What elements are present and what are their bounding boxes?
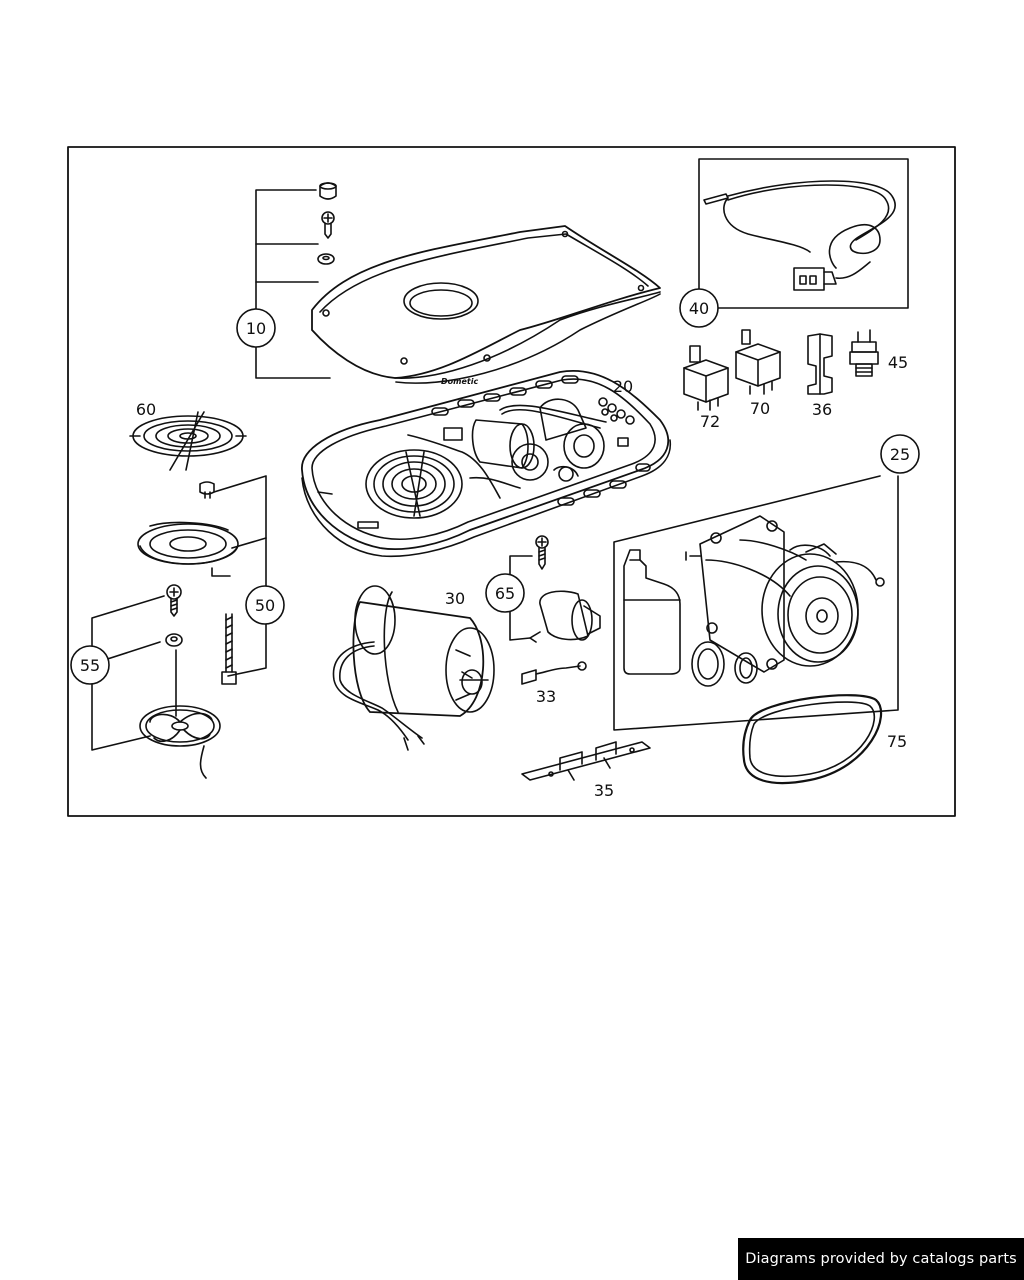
svg-text:25: 25 [890,445,910,464]
label-60: 60 [136,400,156,419]
svg-text:50: 50 [255,596,275,615]
part-drive-belt-75 [742,694,882,785]
part-fan-blade-group-55 [91,584,221,779]
part-temperature-sensor [698,158,909,309]
svg-text:40: 40 [689,299,709,318]
part-relay-72 [683,345,729,411]
callout-65: 65 [485,573,525,613]
part-relay-70 [735,329,781,395]
part-fan-guard-60 [129,411,247,471]
footer-credit-banner: Diagrams provided by catalogs parts [738,1238,1024,1280]
part-compressor-group-25 [613,475,899,731]
part-base-tray [301,370,672,558]
svg-text:65: 65 [495,584,515,603]
svg-text:55: 55 [80,656,100,675]
callout-50: 50 [245,585,285,625]
part-fan-motor-group-50 [137,475,267,685]
housing-logo: Dometic [441,377,478,386]
label-72: 72 [700,412,720,431]
part-mounting-strap-35 [521,741,651,781]
label-70: 70 [750,399,770,418]
part-motor-30 [332,585,495,751]
part-cover-group: Dometic [255,182,661,386]
label-36: 36 [812,400,832,419]
label-35: 35 [594,781,614,800]
callout-40: 40 [679,288,719,328]
footer-credit-text: Diagrams provided by catalogs parts [745,1251,1017,1267]
svg-text:10: 10 [246,319,266,338]
callout-25: 25 [880,434,920,474]
callout-10: 10 [236,308,276,348]
callout-55: 55 [70,645,110,685]
label-45: 45 [888,353,908,372]
part-pressure-switch-45 [849,329,879,377]
label-33: 33 [536,687,556,706]
part-bracket-36 [807,333,833,395]
part-brush-33 [521,661,587,685]
label-20: 20 [613,377,633,396]
label-30: 30 [445,589,465,608]
label-75: 75 [887,732,907,751]
diagram-frame [67,146,956,817]
